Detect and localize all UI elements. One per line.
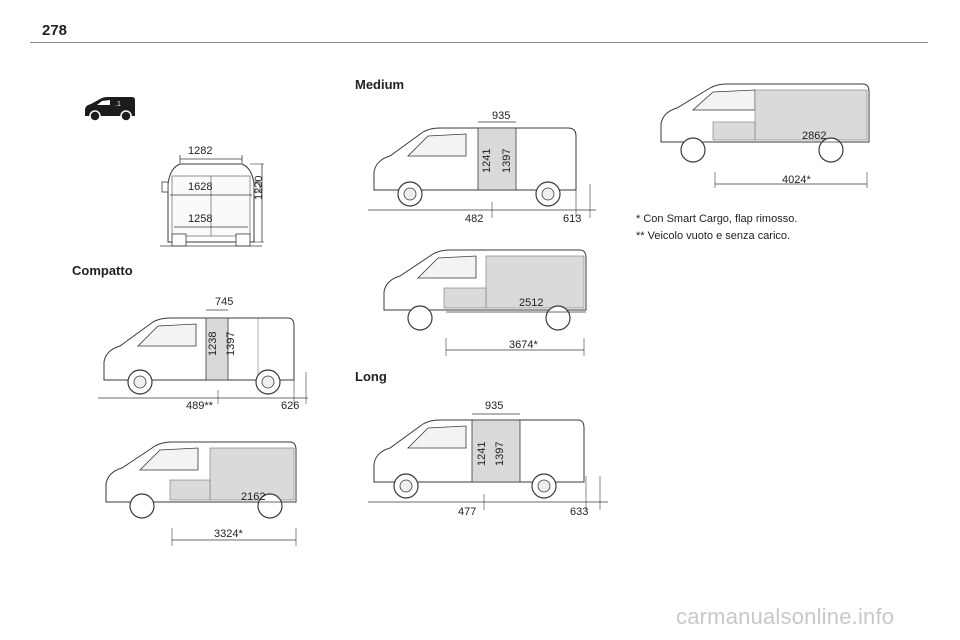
footnotes: * Con Smart Cargo, flap rimosso. ** Veic…: [636, 211, 797, 245]
dim-compact-door-width: 745: [215, 296, 234, 308]
page-number: 278: [42, 22, 68, 39]
dim-compact-load-length: 2162: [241, 491, 266, 503]
dim-medium-load-length: 2512: [519, 297, 544, 309]
header-rule: [30, 42, 928, 43]
dim-long-load-height: 1397: [494, 441, 506, 466]
van-icon: .1: [85, 97, 135, 122]
dim-long-sill: 477: [458, 506, 477, 518]
svg-text:.1: .1: [115, 101, 121, 108]
heading-medium: Medium: [355, 77, 405, 92]
dim-compact-load-height: 1397: [225, 331, 237, 356]
dim-compact-door-height: 1238: [207, 331, 219, 356]
footnote-empty-vehicle: ** Veicolo vuoto e senza carico.: [636, 230, 791, 242]
footnote-smart-cargo: * Con Smart Cargo, flap rimosso.: [636, 213, 798, 225]
rear-view-diagram: [160, 155, 264, 247]
medium-length-diagram: [383, 249, 587, 356]
long-length-diagram: [660, 83, 870, 188]
dim-medium-door-width: 935: [492, 110, 511, 122]
dim-long-door-height: 1241: [476, 441, 488, 466]
watermark: carmanualsonline.info: [676, 604, 895, 629]
dim-rear-height: 1220: [253, 175, 265, 200]
dim-rear-inner-width: 1628: [188, 181, 213, 193]
dim-rear-top-width: 1282: [188, 145, 213, 157]
heading-long: Long: [355, 369, 387, 384]
dim-medium-door-height: 1241: [481, 148, 493, 173]
medium-side-diagram: [368, 121, 596, 218]
dim-rear-floor-width: 1258: [188, 213, 213, 225]
compact-side-diagram: [98, 309, 308, 404]
dim-compact-rear-overhang: 626: [281, 400, 300, 412]
dim-medium-load-height: 1397: [501, 148, 513, 173]
compact-length-diagram: [105, 441, 297, 546]
dim-medium-rear-overhang: 613: [563, 213, 582, 225]
heading-compact: Compatto: [72, 263, 133, 278]
long-side-diagram: [368, 413, 608, 510]
dim-compact-total-length: 3324*: [214, 528, 243, 540]
dim-compact-sill: 489**: [186, 400, 213, 412]
dim-medium-sill: 482: [465, 213, 484, 225]
dim-long-rear-overhang: 633: [570, 506, 589, 518]
dim-medium-total-length: 3674*: [509, 339, 538, 351]
dim-long-door-width: 935: [485, 400, 504, 412]
dim-long-total-length: 4024*: [782, 174, 811, 186]
dim-long-load-length: 2862: [802, 130, 827, 142]
